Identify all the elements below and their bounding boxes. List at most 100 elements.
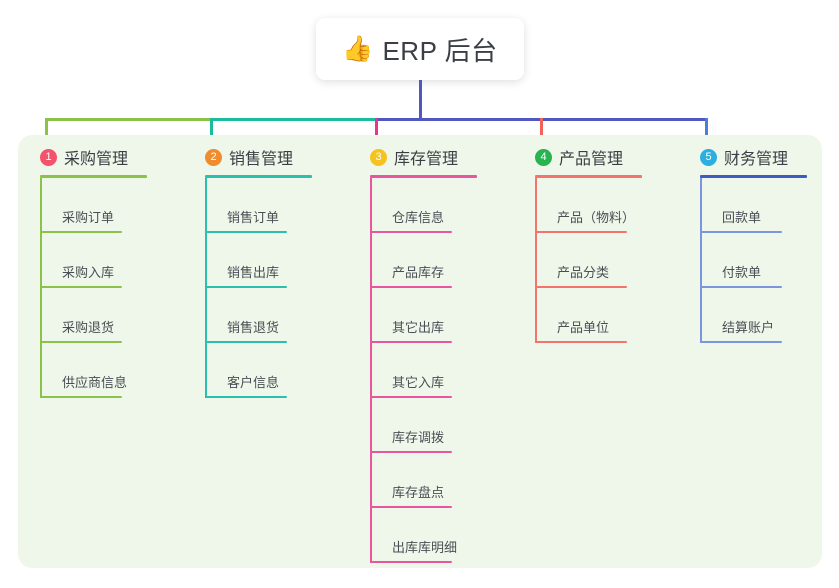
leaf-item[interactable]: 其它出库 — [370, 288, 477, 343]
branch-title-5: 财务管理 — [724, 151, 789, 168]
leaf-item[interactable]: 产品（物料） — [535, 178, 642, 233]
leaf-item[interactable]: 采购入库 — [40, 233, 147, 288]
leaf-item[interactable]: 其它入库 — [370, 343, 477, 398]
leaf-item-rule — [205, 341, 287, 343]
branch-header-rule-2 — [205, 175, 312, 178]
leaf-item[interactable]: 客户信息 — [205, 343, 312, 398]
branch-badge-1: 1 — [40, 148, 57, 166]
root-node-card[interactable]: 👍 ERP 后台 — [316, 18, 524, 80]
branch-header-rule-4 — [535, 175, 642, 178]
branch-leaf-list-3: 仓库信息产品库存其它出库其它入库库存调拨库存盘点出库库明细 — [370, 178, 477, 563]
leaf-item-label: 销售退货 — [227, 320, 280, 335]
leaf-item-label: 供应商信息 — [62, 375, 128, 390]
diagram-panel — [18, 135, 822, 568]
bus-segment-left — [45, 118, 213, 121]
leaf-item[interactable]: 产品库存 — [370, 233, 477, 288]
leaf-item[interactable]: 产品分类 — [535, 233, 642, 288]
branch-column-3: 3 库存管理仓库信息产品库存其它出库其它入库库存调拨库存盘点出库库明细 — [370, 145, 477, 563]
leaf-item-label: 仓库信息 — [392, 210, 445, 225]
branch-spine-2 — [205, 178, 207, 398]
leaf-item-label: 库存盘点 — [392, 485, 445, 500]
leaf-item[interactable]: 销售出库 — [205, 233, 312, 288]
leaf-item-label: 其它入库 — [392, 375, 445, 390]
branch-title-2: 销售管理 — [229, 151, 294, 168]
branch-column-2: 2 销售管理销售订单销售出库销售退货客户信息 — [205, 145, 312, 398]
branch-leaf-list-4: 产品（物料） 产品分类产品单位 — [535, 178, 642, 343]
branch-spine-3 — [370, 178, 372, 563]
leaf-item[interactable]: 采购订单 — [40, 178, 147, 233]
leaf-item-rule — [535, 231, 627, 233]
leaf-item-rule — [40, 341, 122, 343]
thumbs-up-icon: 👍 — [342, 34, 374, 63]
leaf-item-rule — [700, 231, 782, 233]
leaf-item-rule — [370, 341, 452, 343]
branch-column-4: 4 产品管理产品（物料） 产品分类产品单位 — [535, 145, 642, 343]
branch-header-rule-1 — [40, 175, 147, 178]
leaf-item[interactable]: 销售订单 — [205, 178, 312, 233]
leaf-item-rule — [205, 396, 287, 398]
leaf-item-label: 采购订单 — [62, 210, 115, 225]
leaf-item-rule — [205, 286, 287, 288]
branch-badge-3: 3 — [370, 148, 387, 166]
leaf-item-label: 产品库存 — [392, 265, 445, 280]
branch-header-rule-5 — [700, 175, 807, 178]
leaf-item[interactable]: 回款单 — [700, 178, 807, 233]
branch-title-3: 库存管理 — [394, 151, 459, 168]
branch-header-rule-3 — [370, 175, 477, 178]
branch-header-3[interactable]: 3 库存管理 — [370, 145, 477, 169]
branch-badge-4: 4 — [535, 148, 552, 166]
leaf-item-rule — [40, 286, 122, 288]
branch-badge-2: 2 — [205, 148, 222, 166]
branch-title-4: 产品管理 — [559, 151, 624, 168]
leaf-item-rule — [370, 286, 452, 288]
leaf-item-rule — [370, 506, 452, 508]
leaf-item-label: 销售订单 — [227, 210, 280, 225]
branch-column-1: 1 采购管理采购订单采购入库采购退货供应商信息 — [40, 145, 147, 398]
branch-title-1: 采购管理 — [64, 151, 129, 168]
root-title: ERP 后台 — [382, 35, 498, 66]
leaf-item-rule — [370, 231, 452, 233]
leaf-item-label: 产品分类 — [557, 265, 610, 280]
branch-spine-4 — [535, 178, 537, 343]
leaf-item-label: 付款单 — [722, 265, 762, 280]
leaf-item-rule — [40, 396, 122, 398]
leaf-item-label: 采购入库 — [62, 265, 115, 280]
branch-leaf-list-5: 回款单付款单结算账户 — [700, 178, 807, 343]
leaf-item[interactable]: 付款单 — [700, 233, 807, 288]
leaf-item-label: 产品（物料） — [557, 210, 636, 225]
leaf-item[interactable]: 销售退货 — [205, 288, 312, 343]
leaf-item-label: 结算账户 — [722, 320, 775, 335]
leaf-item-label: 销售出库 — [227, 265, 280, 280]
leaf-item-label: 客户信息 — [227, 375, 280, 390]
branch-leaf-list-1: 采购订单采购入库采购退货供应商信息 — [40, 178, 147, 398]
leaf-item-label: 产品单位 — [557, 320, 610, 335]
leaf-item-rule — [700, 341, 782, 343]
branch-badge-5: 5 — [700, 148, 717, 166]
leaf-item[interactable]: 出库库明细 — [370, 508, 477, 563]
bus-segment-mid — [210, 118, 378, 121]
leaf-item-label: 出库库明细 — [392, 540, 458, 555]
leaf-item[interactable]: 采购退货 — [40, 288, 147, 343]
leaf-item-label: 回款单 — [722, 210, 762, 225]
leaf-item-rule — [535, 341, 627, 343]
trunk-connector — [419, 80, 422, 121]
leaf-item[interactable]: 结算账户 — [700, 288, 807, 343]
branch-header-5[interactable]: 5 财务管理 — [700, 145, 807, 169]
leaf-item[interactable]: 库存调拨 — [370, 398, 477, 453]
branch-column-5: 5 财务管理回款单付款单结算账户 — [700, 145, 807, 343]
leaf-item[interactable]: 库存盘点 — [370, 453, 477, 508]
leaf-item-label: 其它出库 — [392, 320, 445, 335]
branch-spine-5 — [700, 178, 702, 343]
leaf-item-rule — [700, 286, 782, 288]
branch-header-4[interactable]: 4 产品管理 — [535, 145, 642, 169]
leaf-item[interactable]: 仓库信息 — [370, 178, 477, 233]
branch-spine-1 — [40, 178, 42, 398]
leaf-item-rule — [370, 396, 452, 398]
leaf-item-label: 采购退货 — [62, 320, 115, 335]
leaf-item-rule — [205, 231, 287, 233]
branch-header-2[interactable]: 2 销售管理 — [205, 145, 312, 169]
leaf-item[interactable]: 产品单位 — [535, 288, 642, 343]
leaf-item-rule — [370, 561, 452, 563]
branch-header-1[interactable]: 1 采购管理 — [40, 145, 147, 169]
leaf-item[interactable]: 供应商信息 — [40, 343, 147, 398]
